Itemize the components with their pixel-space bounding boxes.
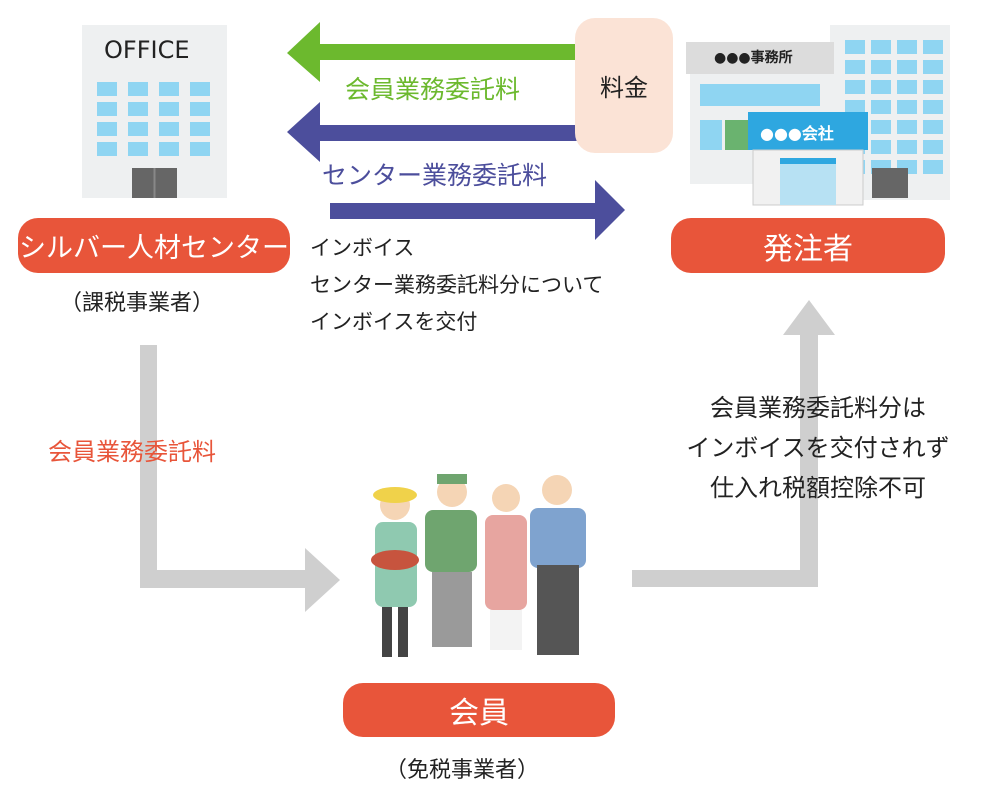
company-sign: ●●●会社 [760, 124, 834, 143]
window [128, 122, 148, 136]
window [897, 100, 917, 114]
window [159, 82, 179, 96]
window [97, 102, 117, 116]
window [845, 80, 865, 94]
window [923, 160, 943, 174]
right-note-line: 会員業務委託料分は [710, 394, 926, 422]
window [923, 40, 943, 54]
right-note-line: インボイスを交付されず [686, 434, 950, 462]
window [190, 122, 210, 136]
fee-box: 料金 [575, 18, 673, 153]
window [923, 120, 943, 134]
fee-label: 料金 [600, 74, 648, 102]
invoice-note-line: センター業務委託料分について [310, 273, 604, 297]
office-building-icon [82, 25, 227, 198]
invoice-note: インボイス センター業務委託料分について インボイスを交付 [310, 230, 603, 341]
window [923, 80, 943, 94]
window [190, 102, 210, 116]
invoice-note-line: インボイスを交付 [310, 310, 478, 334]
window [897, 60, 917, 74]
window [897, 40, 917, 54]
right-note: 会員業務委託料分は インボイスを交付されず 仕入れ税額控除不可 [648, 388, 988, 508]
window [897, 140, 917, 154]
window [128, 82, 148, 96]
window [871, 60, 891, 74]
client-buildings-icon [686, 25, 950, 206]
silver-center-tax-status: （課税事業者） [60, 291, 215, 316]
window [845, 60, 865, 74]
window [923, 140, 943, 154]
silver-center-label: シルバー人材センター [19, 233, 289, 264]
window [871, 140, 891, 154]
window [871, 100, 891, 114]
window [845, 40, 865, 54]
center-fee-arrow [287, 102, 580, 162]
member-payment-arrow [140, 345, 340, 612]
window [923, 100, 943, 114]
member-node: 会員 [343, 683, 615, 737]
window [128, 142, 148, 156]
center-fee-label: センター業務委託料 [322, 161, 548, 190]
window [871, 40, 891, 54]
window [97, 142, 117, 156]
window [897, 80, 917, 94]
window [159, 122, 179, 136]
client-node: 発注者 [671, 218, 945, 273]
window [871, 120, 891, 134]
window [97, 82, 117, 96]
invoice-arrow [330, 180, 625, 240]
window [897, 120, 917, 134]
window [845, 100, 865, 114]
member-label: 会員 [449, 696, 509, 731]
member-tax-status: （免税事業者） [385, 758, 540, 783]
window [128, 102, 148, 116]
window [97, 122, 117, 136]
client-label: 発注者 [763, 231, 853, 267]
window [190, 142, 210, 156]
window [159, 102, 179, 116]
members-illustration [371, 474, 586, 657]
silver-center-node: シルバー人材センター [18, 218, 290, 273]
window [923, 60, 943, 74]
window [871, 80, 891, 94]
no-invoice-arrow [632, 300, 835, 587]
member-fee-arrow [287, 22, 580, 82]
office-sign-client: ●●●事務所 [714, 50, 793, 66]
right-note-line: 仕入れ税額控除不可 [710, 474, 926, 502]
window [190, 82, 210, 96]
member-fee-left-label: 会員業務委託料 [48, 438, 216, 466]
office-sign: OFFICE [104, 36, 190, 64]
invoice-note-line: インボイス [310, 236, 415, 260]
window [159, 142, 179, 156]
member-fee-label: 会員業務委託料 [345, 75, 521, 104]
